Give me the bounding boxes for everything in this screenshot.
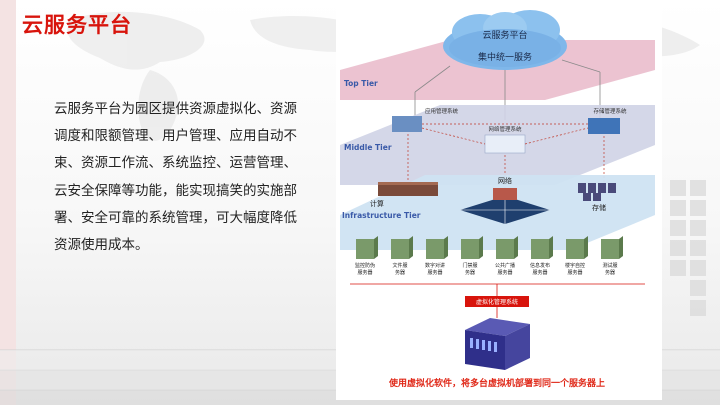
network-hub [460, 188, 550, 224]
server-label: 务器 [465, 269, 475, 276]
storage-disks [578, 183, 616, 201]
server-bracket [350, 283, 645, 296]
virtualization-label: 虚拟化管理系统 [476, 298, 518, 306]
server-label: 数字对讲 [425, 262, 445, 269]
grid-decoration [670, 180, 706, 316]
middle-left-label: 应用管理系统 [425, 107, 459, 115]
server-icon [496, 239, 514, 259]
top-tier-label: Top Tier [344, 79, 378, 88]
server-label: 务器 [395, 269, 405, 276]
server-icon-side [374, 236, 378, 259]
slide-title: 云服务平台 [22, 13, 132, 37]
server-icon [531, 239, 549, 259]
server-label: 服务器 [532, 269, 547, 276]
server-label: 楼宇自控 [565, 262, 585, 269]
server-label: 测试服 [602, 262, 617, 269]
middle-tier-label: Middle Tier [344, 143, 392, 152]
server-label: 监控防伪 [355, 262, 375, 269]
server-icon-side [444, 236, 448, 259]
server-icon-side [584, 236, 588, 259]
virtualization-bar [465, 296, 529, 307]
storage-label: 存储 [592, 203, 606, 212]
net-mgmt-icon [484, 134, 526, 154]
middle-right-label: 存储管理系统 [593, 107, 627, 115]
server-icon-side [619, 236, 623, 259]
slide-body-text: 云服务平台为园区提供资源虚拟化、资源调度和限额管理、用户管理、应用自动不束、资源… [54, 101, 297, 254]
middle-center-label: 网络管理系统 [488, 125, 522, 133]
server-icon [356, 239, 374, 259]
cloud-subtitle: 集中统一服务 [478, 51, 532, 63]
diagram-caption: 使用虚拟化软件，将多台虚拟机部署到同一个服务器上 [388, 377, 605, 389]
server-row: 监控防伪服务器文件服务器数字对讲服务器门禁服务器公共广播服务器信息发布服务器楼宇… [355, 236, 623, 276]
server-icon-side [409, 236, 413, 259]
server-label: 务器 [605, 269, 615, 276]
infrastructure-tier-label: Infrastructure Tier [342, 211, 421, 220]
left-accent-band [0, 0, 16, 405]
server-icon [601, 239, 619, 259]
server-label: 服务器 [497, 269, 512, 276]
server-label: 服务器 [427, 269, 442, 276]
top-tier-plane [340, 40, 655, 100]
architecture-diagram: Top Tier 云服务平台 集中统一服务 Middle Tier [330, 0, 664, 400]
server-icon-side [479, 236, 483, 259]
server-icon-side [549, 236, 553, 259]
server-label: 信息发布 [530, 262, 550, 269]
physical-server-icon [465, 318, 530, 370]
server-label: 服务器 [567, 269, 582, 276]
server-icon [391, 239, 409, 259]
server-label: 门禁服 [462, 262, 477, 269]
server-icon [426, 239, 444, 259]
cloud-icon [443, 10, 567, 70]
server-label: 公共广播 [495, 262, 515, 269]
compute-server-rack [378, 182, 438, 196]
app-mgmt-icon [392, 116, 422, 132]
middle-tier-links [421, 123, 589, 145]
server-label: 文件服 [392, 262, 407, 269]
server-icon [461, 239, 479, 259]
server-label: 服务器 [357, 269, 372, 276]
network-label: 网络 [498, 176, 512, 185]
cloud-title: 云服务平台 [482, 29, 527, 41]
server-icon [566, 239, 584, 259]
server-icon-side [514, 236, 518, 259]
storage-mgmt-icon [588, 118, 620, 134]
compute-label: 计算 [370, 199, 384, 208]
